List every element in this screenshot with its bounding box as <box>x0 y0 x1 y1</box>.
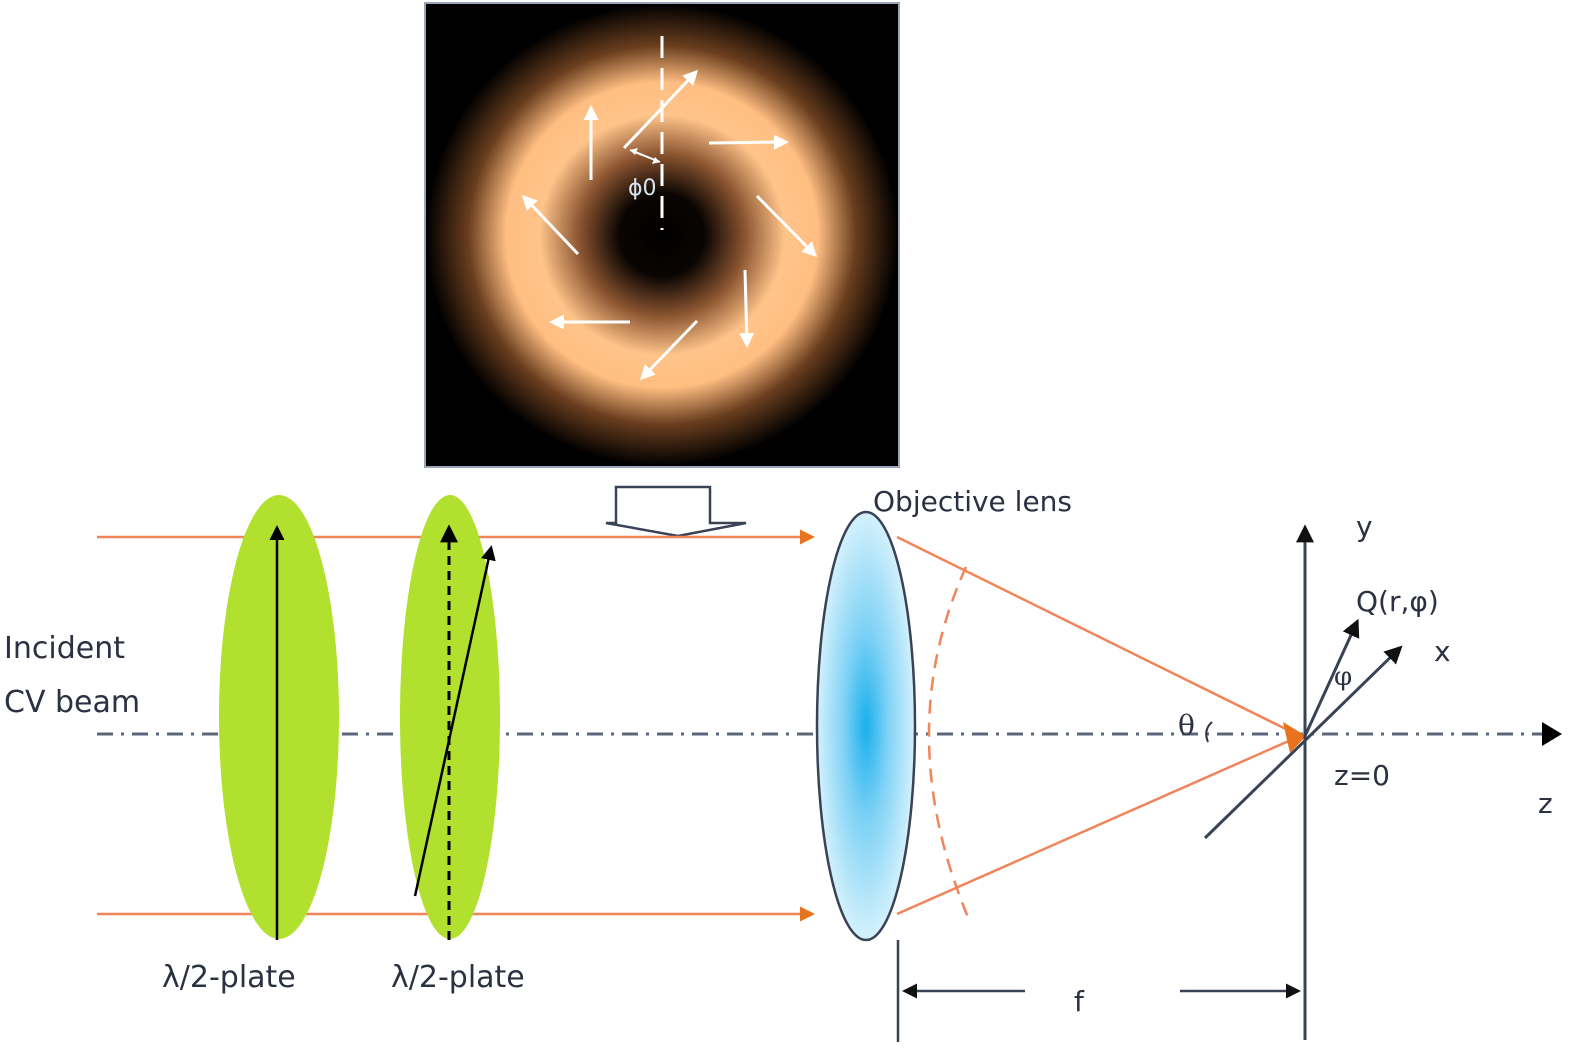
down-arrow-icon <box>605 485 747 538</box>
half-wave-plate-1 <box>219 495 339 940</box>
x-axis <box>1203 645 1403 840</box>
focal-length-label: f <box>1074 985 1084 1018</box>
plate2-label: λ/2-plate <box>391 960 525 995</box>
theta-angle-arc <box>1205 721 1213 743</box>
wavefront-dashed-arc <box>927 566 972 923</box>
z0-label: z=0 <box>1334 759 1390 792</box>
rotated-polarization-arrow <box>413 545 496 897</box>
q-point-label: Q(r,φ) <box>1356 585 1439 618</box>
z-axis-label: z <box>1538 787 1553 820</box>
polarization-arrows <box>521 69 818 381</box>
objective-lens <box>815 510 917 942</box>
focal-length-dimension <box>896 940 1301 1042</box>
half-wave-plate-2 <box>400 495 500 940</box>
z-axis-arrowhead-icon <box>1542 722 1562 746</box>
theta-label: θ <box>1178 709 1195 742</box>
beam-profile-inset <box>424 2 900 468</box>
plate1-label: λ/2-plate <box>162 960 296 995</box>
incident-label-line2: CV beam <box>4 685 141 720</box>
focus-point-arrowhead-icon <box>1283 722 1306 753</box>
objective-lens-label: Objective lens <box>873 485 1073 518</box>
incident-label-line1: Incident <box>4 631 125 666</box>
coordinate-axes <box>1203 524 1403 1040</box>
q-point-vector <box>1303 618 1360 737</box>
phi0-angle-label: ϕ0 <box>628 176 657 201</box>
y-axis-label: y <box>1356 510 1373 543</box>
focusing-rays <box>896 535 1306 923</box>
phi-angle-label: φ <box>1334 662 1353 692</box>
x-axis-label: x <box>1434 635 1451 668</box>
